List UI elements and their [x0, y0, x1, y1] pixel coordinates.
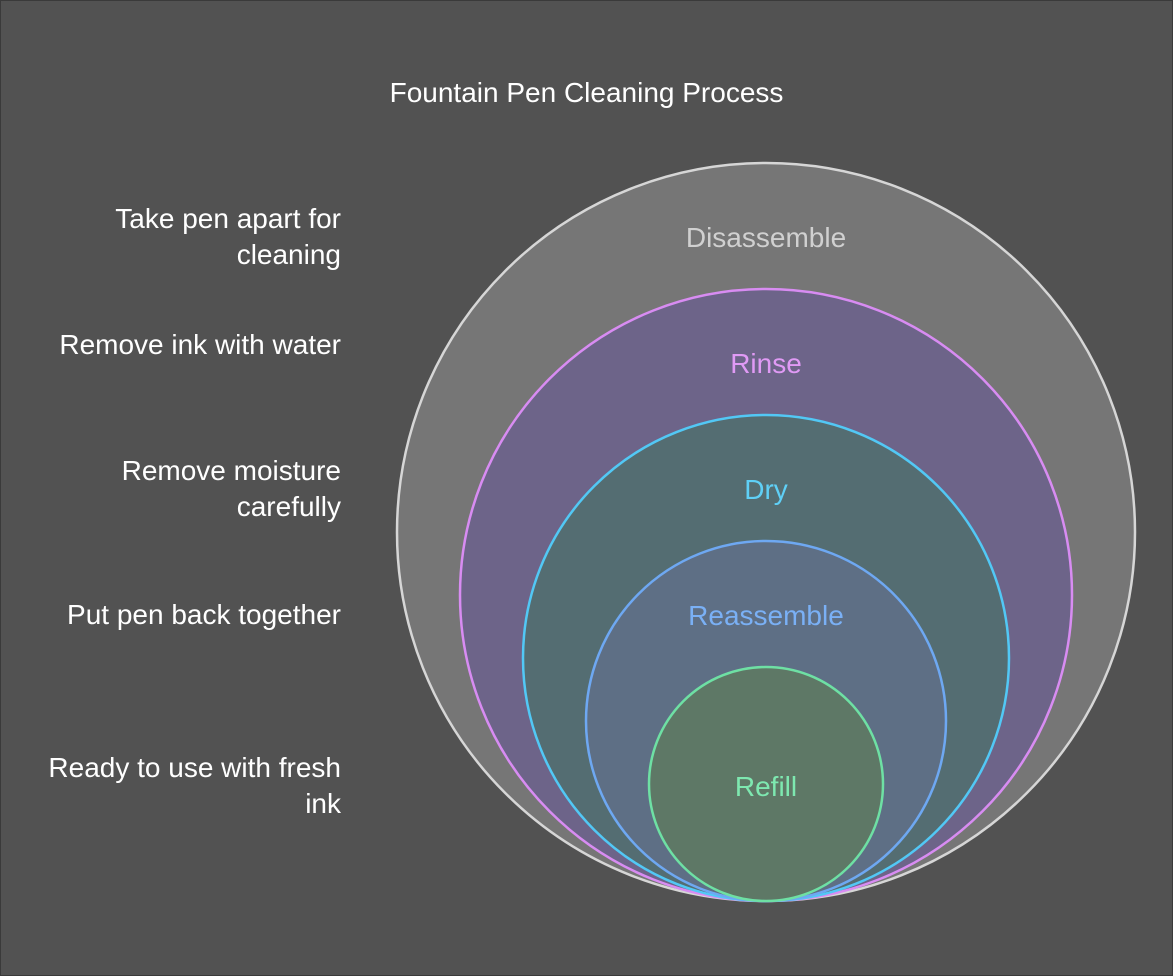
stage-label-refill: Refill [735, 771, 797, 802]
stage-description-dry: Remove moisture carefully [121, 455, 341, 522]
stage-description-disassemble: Take pen apart for cleaning [115, 203, 341, 270]
stage-description-refill: Ready to use with fresh ink [48, 752, 341, 819]
stage-label-rinse: Rinse [730, 348, 802, 379]
diagram-title: Fountain Pen Cleaning Process [389, 77, 784, 108]
stage-label-dry: Dry [744, 474, 788, 505]
stage-circle-refill [647, 665, 885, 903]
stage-label-disassemble: Disassemble [686, 222, 846, 253]
stage-description-reassemble: Put pen back together [67, 599, 341, 630]
stage-description-rinse: Remove ink with water [59, 329, 341, 360]
stage-label-reassemble: Reassemble [688, 600, 844, 631]
